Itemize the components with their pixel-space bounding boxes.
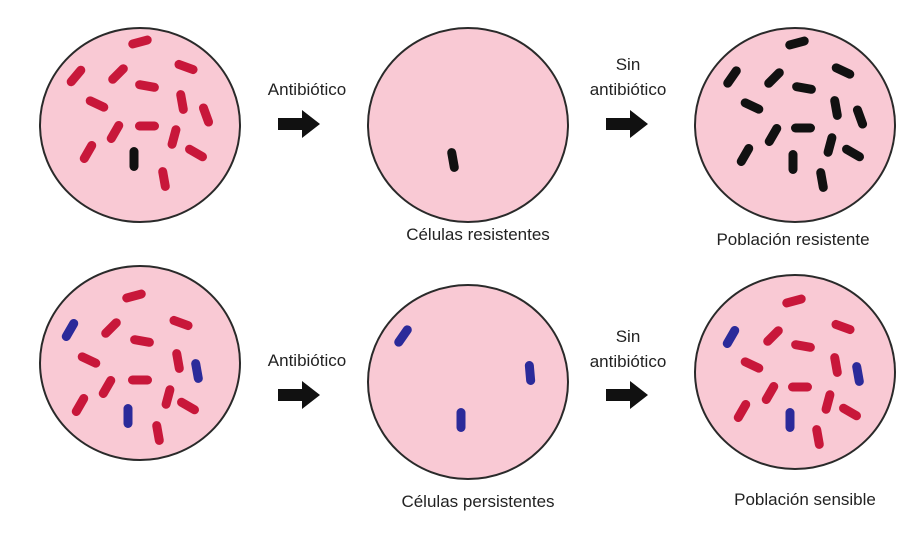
sensitive-bacterium [77,352,101,368]
sensitive-bacterium [172,349,184,373]
resistant-bacterium [764,68,784,88]
sensitive-bacterium [101,318,121,338]
persister-bacterium [61,319,79,341]
sensitive-bacterium [122,289,146,303]
persister-bacterium [456,408,466,432]
sensitive-bacterium [98,376,116,398]
resistant-bacterium [831,63,855,79]
resistant-bacterium [764,124,782,146]
label-no-antibiotic-line1: Sin [616,327,641,346]
row-resistance: Antibiótico Células resistentes Sin anti… [39,27,896,249]
sensitive-bacterium [763,326,783,346]
dish-after-antibiotic [367,284,569,480]
bacteria-group-regrown [723,36,868,192]
label-antibiotic: Antibiótico [268,80,346,99]
bacteria-group-survivors [394,325,536,432]
sensitive-bacterium [71,394,89,416]
arrow-right-icon [278,110,320,138]
resistant-bacterium [736,144,754,166]
sensitive-bacterium [106,121,124,143]
caption-resistant-population: Población resistente [716,230,869,249]
sensitive-bacterium [174,59,198,75]
sensitive-bacterium [791,340,815,352]
arrow-right-icon [278,381,320,409]
resistant-bacterium [791,123,815,133]
caption-sensitive-population: Población sensible [734,490,876,509]
sensitive-bacterium [176,90,188,114]
sensitive-bacterium [108,64,128,84]
resistant-bacterium [792,82,816,94]
bacteria-group-regrown [722,294,864,449]
sensitive-bacterium [782,294,806,308]
resistant-bacterium [740,98,764,114]
label-no-antibiotic-line1: Sin [616,55,641,74]
bacteria-group-initial [61,289,203,445]
sensitive-bacterium [177,397,199,415]
resistant-bacterium [723,66,741,88]
resistant-bacterium [823,133,837,157]
resistant-bacterium [816,168,828,192]
resistant-bacterium [842,144,864,162]
resistant-bacterium [447,148,459,172]
persister-bacterium [394,325,412,347]
label-no-antibiotic-line2: antibiótico [590,352,667,371]
dish-after-antibiotic [367,27,569,223]
persister-bacterium [852,362,864,386]
sensitive-bacterium [740,357,764,373]
sensitive-bacterium [128,35,152,49]
label-antibiotic: Antibiótico [268,351,346,370]
sensitive-bacterium [152,421,164,445]
sensitive-bacterium [812,425,824,449]
sensitive-bacterium [198,103,214,127]
sensitive-bacterium [831,319,855,335]
sensitive-bacterium [169,315,193,331]
resistant-bacterium [785,36,809,50]
sensitive-bacterium [158,167,170,191]
resistant-bacterium [830,96,842,120]
sensitive-bacterium [161,385,175,409]
bacteria-group-survivors [447,148,459,172]
sensitive-bacterium [128,375,152,385]
arrow-right-icon [606,110,648,138]
persister-bacterium [123,404,133,428]
persister-bacterium [785,408,795,432]
caption-persister-cells: Células persistentes [401,492,554,511]
persister-bacterium [191,359,203,383]
resistant-bacterium [852,105,868,129]
label-no-antibiotic-line2: antibiótico [590,80,667,99]
persister-bacterium [722,326,740,348]
sensitive-bacterium [66,65,86,87]
sensitive-bacterium [830,353,842,377]
row-persistence: Antibiótico Células persistentes Sin ant… [39,265,896,511]
persister-bacterium [524,361,536,385]
sensitive-bacterium [733,400,751,422]
sensitive-bacterium [167,125,181,149]
sensitive-bacterium [130,335,154,347]
resistant-bacterium [788,150,798,174]
caption-resistant-cells: Células resistentes [406,225,550,244]
arrow-right-icon [606,381,648,409]
sensitive-bacterium [185,144,207,162]
sensitive-bacterium [761,382,779,404]
sensitive-bacterium [79,141,97,163]
bacteria-group-initial [66,35,214,191]
sensitive-bacterium [788,382,812,392]
resistant-bacterium [129,147,139,171]
sensitive-bacterium [85,96,109,112]
sensitive-bacterium [135,80,159,92]
sensitive-bacterium [821,390,835,414]
sensitive-bacterium [135,121,159,131]
sensitive-bacterium [839,403,861,421]
